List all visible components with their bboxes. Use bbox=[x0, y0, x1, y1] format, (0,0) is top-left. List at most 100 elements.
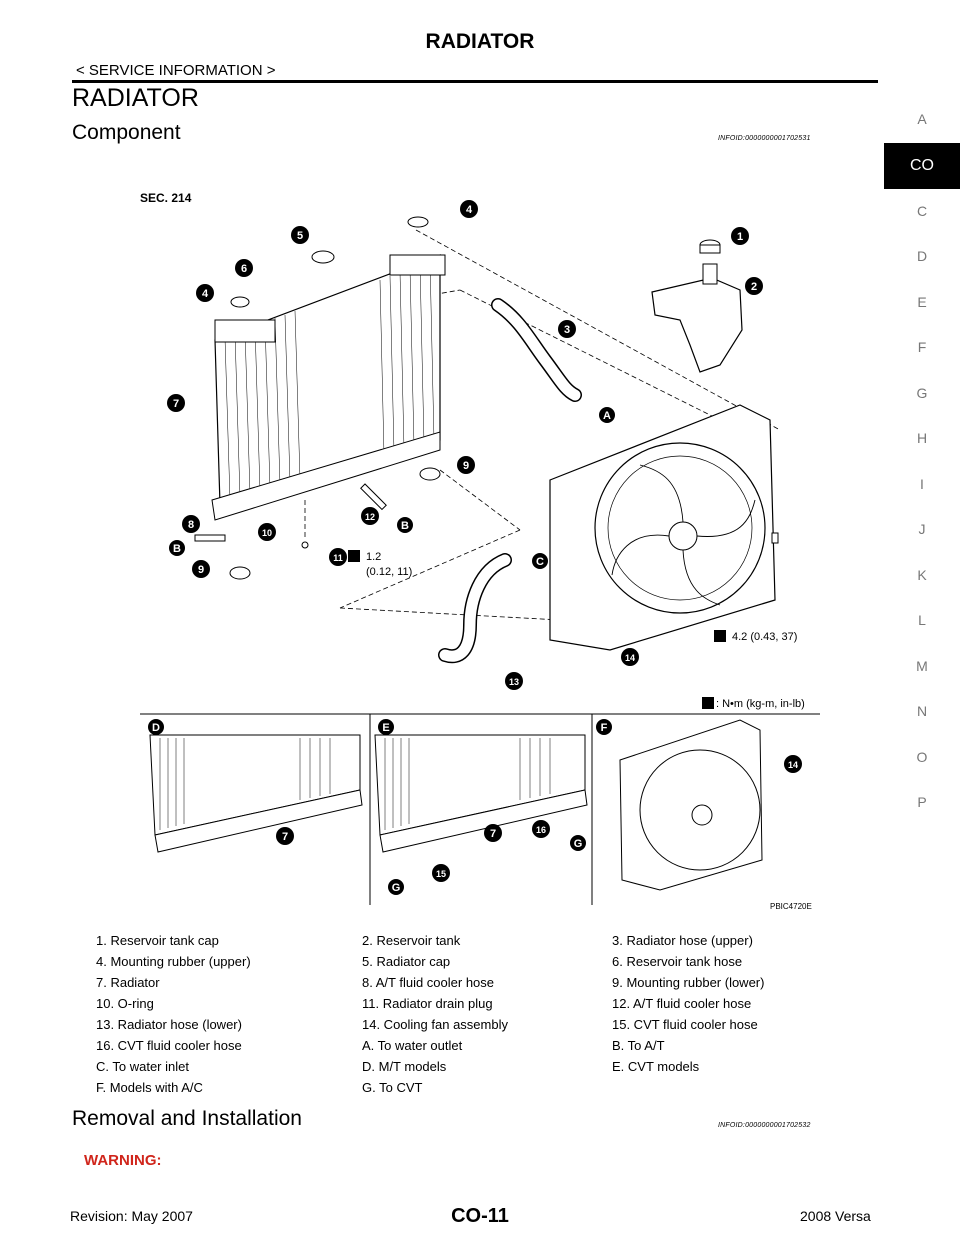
svg-text:14: 14 bbox=[788, 760, 798, 770]
svg-text:(0.12, 11): (0.12, 11) bbox=[366, 566, 412, 578]
callout-13: 13 bbox=[505, 672, 523, 690]
cooling-fan-assembly bbox=[549, 404, 776, 651]
tab-p[interactable]: P bbox=[917, 794, 927, 810]
legend-row: 13. Radiator hose (lower) 14. Cooling fa… bbox=[96, 1014, 886, 1035]
tab-c[interactable]: C bbox=[916, 202, 928, 219]
legend-row: 7. Radiator 8. A/T fluid cooler hose 9. … bbox=[96, 972, 886, 993]
section-index-tabs: A CO C D E F G H I J K L M N O P bbox=[884, 97, 960, 826]
svg-text:4: 4 bbox=[466, 204, 473, 216]
legend-item: D. M/T models bbox=[362, 1059, 447, 1074]
tab-j[interactable]: J bbox=[918, 521, 926, 537]
legend-item: A. To water outlet bbox=[362, 1038, 463, 1053]
callout-12: 12 bbox=[361, 507, 379, 525]
svg-text:4.2 (0.43, 37): 4.2 (0.43, 37) bbox=[732, 631, 797, 643]
torque-drain-plug: 1.2 (0.12, 11) bbox=[348, 550, 412, 578]
tab-h[interactable]: H bbox=[916, 430, 928, 446]
page-header-subtitle: < SERVICE INFORMATION > bbox=[76, 62, 276, 79]
tab-d[interactable]: D bbox=[916, 248, 928, 264]
legend-item: 9. Mounting rubber (lower) bbox=[612, 975, 765, 990]
callout-9b: 9 bbox=[192, 560, 210, 578]
callout-2: 2 bbox=[745, 277, 763, 295]
svg-text:10: 10 bbox=[262, 528, 272, 538]
callout-3: 3 bbox=[558, 320, 576, 338]
legend-item: 8. A/T fluid cooler hose bbox=[362, 975, 495, 990]
detail-e-cvt: E 7 16 G 15 G bbox=[374, 719, 588, 895]
svg-text:1: 1 bbox=[737, 231, 743, 243]
sec-label: SEC. 214 bbox=[140, 191, 192, 205]
component-info-id: INFOID:0000000001702531 bbox=[718, 135, 811, 142]
svg-text:9: 9 bbox=[198, 564, 204, 576]
svg-text:E: E bbox=[382, 722, 389, 734]
legend-item: 6. Reservoir tank hose bbox=[612, 954, 743, 969]
svg-text:2: 2 bbox=[751, 281, 757, 293]
svg-text:7: 7 bbox=[490, 828, 496, 840]
svg-text:G: G bbox=[574, 838, 583, 850]
legend-item: 16. CVT fluid cooler hose bbox=[96, 1038, 242, 1053]
legend-item: C. To water inlet bbox=[96, 1059, 189, 1074]
warning-label: WARNING: bbox=[84, 1152, 162, 1169]
legend-item: G. To CVT bbox=[362, 1080, 423, 1095]
svg-text:7: 7 bbox=[173, 398, 179, 410]
removal-heading: Removal and Installation bbox=[72, 1107, 302, 1130]
legend-item: 7. Radiator bbox=[96, 975, 160, 990]
footer-revision: Revision: May 2007 bbox=[70, 1208, 193, 1224]
component-heading: Component bbox=[72, 121, 181, 144]
legend-row: 4. Mounting rubber (upper) 5. Radiator c… bbox=[96, 951, 886, 972]
svg-text:B: B bbox=[401, 520, 409, 532]
tab-co[interactable]: CO bbox=[884, 142, 960, 189]
callout-11: 11 bbox=[329, 548, 347, 566]
svg-text:3: 3 bbox=[564, 324, 570, 336]
reservoir-tank bbox=[651, 239, 743, 373]
legend-item: 14. Cooling fan assembly bbox=[362, 1017, 508, 1032]
svg-text:5: 5 bbox=[297, 230, 303, 242]
tab-k[interactable]: K bbox=[917, 566, 927, 583]
legend-item: 5. Radiator cap bbox=[362, 954, 451, 969]
svg-text:12: 12 bbox=[365, 512, 375, 522]
marker-a: A bbox=[599, 407, 615, 423]
legend-item: 12. A/T fluid cooler hose bbox=[612, 996, 752, 1011]
tab-i[interactable]: I bbox=[920, 475, 924, 492]
header-rule bbox=[72, 80, 878, 83]
tab-o[interactable]: O bbox=[916, 748, 928, 765]
callout-5: 5 bbox=[291, 226, 309, 244]
callout-7: 7 bbox=[167, 394, 185, 412]
tab-g[interactable]: G bbox=[916, 384, 928, 401]
legend-item: 2. Reservoir tank bbox=[362, 933, 461, 948]
callout-8: 8 bbox=[182, 515, 200, 533]
svg-text:6: 6 bbox=[241, 263, 247, 275]
callout-9a: 9 bbox=[457, 456, 475, 474]
legend-item: 4. Mounting rubber (upper) bbox=[96, 954, 251, 969]
svg-text:G: G bbox=[392, 882, 401, 894]
svg-text:7: 7 bbox=[282, 831, 288, 843]
legend-row: C. To water inlet D. M/T models E. CVT m… bbox=[96, 1056, 886, 1077]
legend-item: F. Models with A/C bbox=[96, 1080, 203, 1095]
tab-a[interactable]: A bbox=[917, 111, 927, 127]
page-header-title: RADIATOR bbox=[425, 30, 535, 53]
marker-b1: B bbox=[397, 517, 413, 533]
section-title: RADIATOR bbox=[72, 84, 199, 112]
tab-f[interactable]: F bbox=[917, 339, 927, 355]
svg-text:: N•m (kg-m, in-lb): : N•m (kg-m, in-lb) bbox=[716, 698, 805, 710]
tab-n[interactable]: N bbox=[916, 703, 928, 719]
parts-legend: 1. Reservoir tank cap 2. Reservoir tank … bbox=[96, 930, 886, 1098]
callout-4b: 4 bbox=[196, 284, 214, 302]
svg-text:A: A bbox=[603, 410, 611, 422]
radiator-core bbox=[211, 254, 446, 521]
legend-row: 1. Reservoir tank cap 2. Reservoir tank … bbox=[96, 930, 886, 951]
tab-m[interactable]: M bbox=[916, 657, 928, 674]
svg-text:9: 9 bbox=[463, 460, 469, 472]
svg-text:D: D bbox=[152, 722, 160, 734]
svg-text:1.2: 1.2 bbox=[366, 551, 381, 563]
legend-item: 11. Radiator drain plug bbox=[362, 996, 493, 1011]
legend-row: 10. O-ring 11. Radiator drain plug 12. A… bbox=[96, 993, 886, 1014]
torque-key: : N•m (kg-m, in-lb) bbox=[702, 697, 805, 710]
legend-row: 16. CVT fluid cooler hose A. To water ou… bbox=[96, 1035, 886, 1056]
tab-l[interactable]: L bbox=[918, 612, 926, 628]
callout-4a: 4 bbox=[460, 200, 478, 218]
tab-e[interactable]: E bbox=[917, 293, 927, 310]
svg-text:F: F bbox=[601, 722, 608, 734]
callout-6: 6 bbox=[235, 259, 253, 277]
radiator-exploded-diagram: SEC. 214 bbox=[140, 191, 820, 911]
callout-10: 10 bbox=[258, 523, 276, 541]
legend-item: 1. Reservoir tank cap bbox=[96, 933, 219, 948]
